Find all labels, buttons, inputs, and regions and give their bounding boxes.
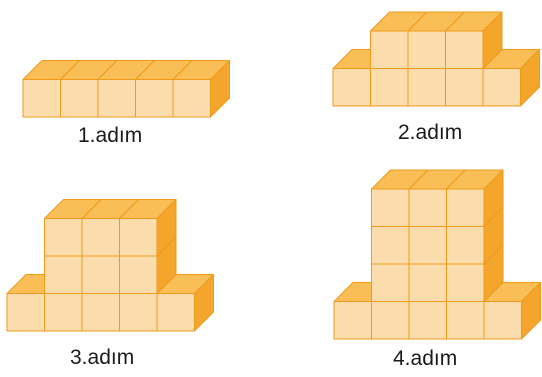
cube-front-face	[45, 256, 83, 294]
step-3-label: 3.adım	[70, 346, 134, 370]
cube-front-face	[333, 69, 371, 107]
cube-front-face	[82, 256, 120, 294]
step-4-cubes	[334, 170, 541, 339]
step-1-cubes	[23, 61, 230, 118]
step-2-cubes	[333, 12, 540, 106]
cube-front-face	[372, 302, 410, 340]
cube-front-face	[45, 294, 83, 332]
cube-front-face	[447, 189, 485, 227]
step-4-label: 4.adım	[393, 347, 457, 371]
cube-front-face	[371, 69, 409, 107]
cube-front-face	[483, 69, 521, 107]
cube-front-face	[120, 256, 158, 294]
cube-front-face	[446, 69, 484, 107]
step-1-label: 1.adım	[78, 124, 142, 148]
cube-front-face	[446, 31, 484, 69]
cube-front-face	[120, 219, 158, 257]
cube-front-face	[61, 80, 99, 118]
cube-front-face	[157, 294, 195, 332]
cube-front-face	[98, 80, 136, 118]
cube-front-face	[408, 31, 446, 69]
cube-front-face	[120, 294, 158, 332]
cube-front-face	[45, 219, 83, 257]
cube-front-face	[409, 227, 447, 265]
cube-front-face	[372, 189, 410, 227]
cube-front-face	[334, 302, 372, 340]
cube-front-face	[23, 80, 61, 118]
cube-front-face	[82, 294, 120, 332]
cube-front-face	[484, 302, 522, 340]
cube-front-face	[409, 264, 447, 302]
cube-front-face	[447, 227, 485, 265]
cube-front-face	[447, 264, 485, 302]
cube-front-face	[136, 80, 174, 118]
cube-front-face	[371, 31, 409, 69]
cube-front-face	[173, 80, 211, 118]
cube-front-face	[409, 189, 447, 227]
cube-front-face	[408, 69, 446, 107]
cube-front-face	[372, 227, 410, 265]
step-3-cubes	[7, 200, 214, 332]
cube-front-face	[409, 302, 447, 340]
cube-front-face	[447, 302, 485, 340]
cube-front-face	[82, 219, 120, 257]
cube-front-face	[372, 264, 410, 302]
cube-front-face	[7, 294, 45, 332]
step-2-label: 2.adım	[398, 121, 462, 145]
